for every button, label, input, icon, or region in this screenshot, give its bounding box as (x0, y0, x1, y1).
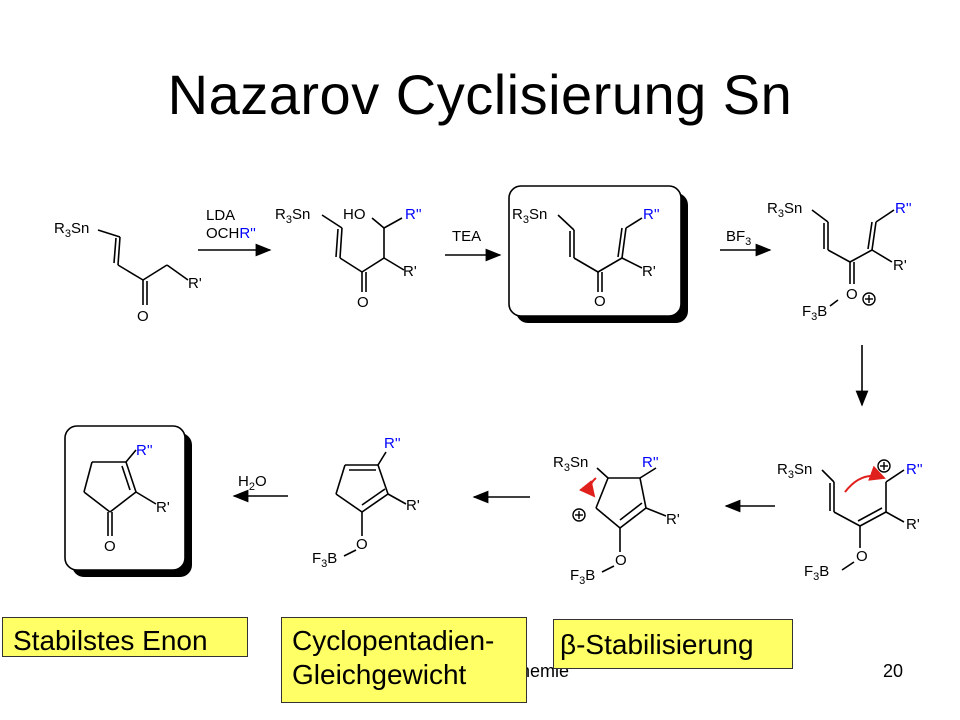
positive-charge-icon (572, 508, 586, 522)
label-o: O (856, 548, 868, 565)
reagent-water: H2O (238, 473, 267, 493)
label-r-prime: R' (156, 499, 170, 516)
molecule-oxyallyl-cation (595, 467, 667, 573)
label-r3sn: R3Sn (54, 220, 89, 240)
label-r-double: R'' (405, 206, 422, 223)
label-r-double: R'' (906, 461, 923, 478)
label-o: O (846, 286, 858, 303)
label-o: O (137, 308, 149, 325)
label-r-double: R'' (136, 442, 153, 459)
label-f3b: F3B (804, 563, 829, 583)
curved-arrow-icon (844, 465, 886, 493)
label-f3b: F3B (570, 567, 595, 587)
curved-arrow-icon (579, 477, 597, 498)
label-r-prime: R' (406, 497, 420, 514)
beta-symbol: β (560, 629, 577, 660)
label-o: O (594, 293, 606, 310)
molecule-pentadienyl-cation (821, 469, 905, 571)
box-beta-text: -Stabilisierung (576, 629, 754, 660)
label-r-double: R'' (895, 200, 912, 217)
box-stable-enone: Stabilstes Enon (2, 617, 248, 657)
molecule-lewis-acid-complex (811, 209, 895, 307)
label-r-prime: R' (403, 263, 417, 280)
label-f3b: F3B (802, 303, 827, 323)
molecule-aldol-adduct (321, 214, 405, 292)
box-cyclopentadiene-line1: Cyclopentadien- (292, 625, 495, 656)
reagent-bf3: BF3 (726, 228, 751, 248)
label-ho: HO (343, 206, 366, 223)
label-r-double: R'' (643, 206, 660, 223)
product-box (64, 425, 186, 571)
label-r-prime: R' (666, 511, 680, 528)
label-f3b: F3B (312, 550, 337, 570)
label-r3sn: R3Sn (275, 206, 310, 226)
dienone-box (508, 185, 682, 317)
molecule-cyclopentenone-product (83, 449, 157, 536)
molecule-cyclopentadiene (335, 451, 407, 557)
label-o: O (356, 536, 368, 553)
box-beta-stabilization: β-Stabilisierung (553, 619, 793, 669)
box-stable-enone-text: Stabilstes Enon (13, 625, 208, 656)
label-r3sn: R3Sn (777, 461, 812, 481)
label-r-prime: R' (906, 516, 920, 533)
slide-title: Nazarov Cyclisierung Sn (167, 63, 793, 126)
reagent-och: OCHR'' (206, 225, 256, 242)
label-r-prime: R' (188, 275, 202, 292)
label-r3sn: R3Sn (553, 454, 588, 474)
label-o: O (104, 538, 116, 555)
reagent-tea: TEA (452, 228, 481, 245)
box-cyclopentadiene-equilibrium: Cyclopentadien- Gleichgewicht (281, 617, 527, 703)
label-o: O (615, 552, 627, 569)
label-r-double: R'' (642, 454, 659, 471)
molecule-start-enone (97, 229, 189, 305)
label-r-double: R'' (384, 435, 401, 452)
label-r3sn: R3Sn (512, 206, 547, 226)
label-o: O (357, 294, 369, 311)
reagent-lda: LDA (206, 207, 235, 224)
positive-charge-icon (877, 459, 891, 473)
label-r-prime: R' (642, 263, 656, 280)
box-cyclopentadiene-line2: Gleichgewicht (292, 659, 467, 690)
page-number: 20 (883, 661, 904, 681)
label-r-prime: R' (893, 257, 907, 274)
label-r3sn: R3Sn (767, 200, 802, 220)
positive-charge-icon (862, 292, 876, 306)
molecule-divinyl-ketone (557, 214, 643, 292)
